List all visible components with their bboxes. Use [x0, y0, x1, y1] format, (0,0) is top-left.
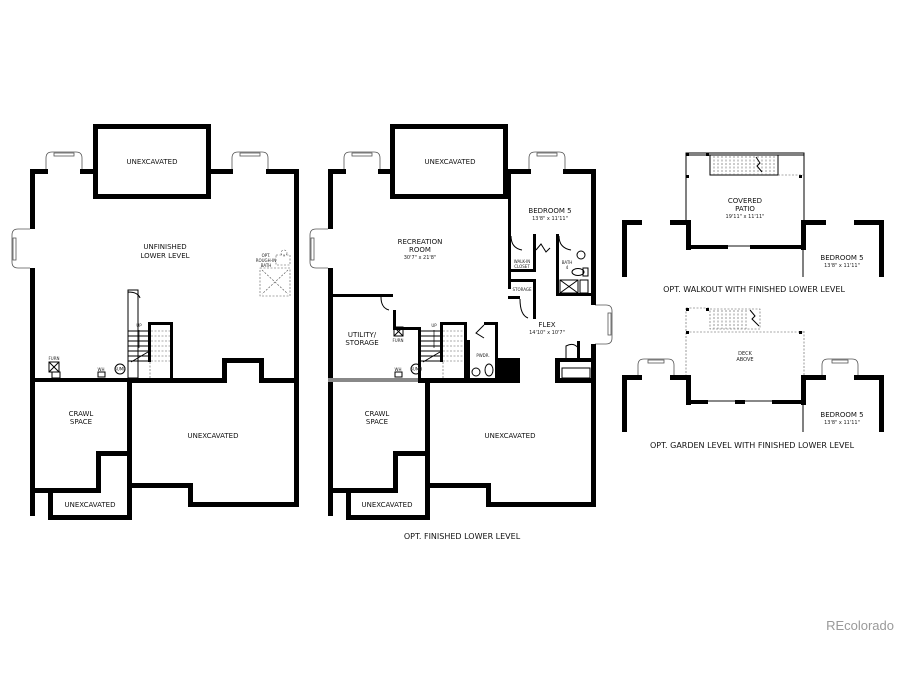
water-heater-icon-finished	[394, 371, 403, 378]
recreation-room-line2: ROOM	[409, 246, 431, 254]
walkin-closet-line1: WALK-IN	[514, 259, 531, 264]
finished-lower-level-caption: OPT. FINISHED LOWER LEVEL	[404, 532, 521, 541]
recreation-room-line1: RECREATION	[398, 238, 443, 246]
bath-line1: BATH	[562, 260, 573, 265]
unexcavated-bottom-left-label-finished: UNEXCAVATED	[362, 501, 413, 509]
unexcavated-top-label-finished: UNEXCAVATED	[425, 158, 476, 166]
bath-line2: 4	[566, 265, 569, 270]
water-heater-icon	[97, 371, 106, 378]
walkout-bedroom-5-dimensions: 13'8" x 11'11"	[824, 263, 860, 269]
crawl-space-line1: CRAWL	[69, 410, 94, 418]
stairs-up-label-finished: UP	[431, 323, 437, 328]
rough-in-line1: OPT.	[262, 253, 271, 258]
bedroom-5-dimensions: 13'8" x 11'11"	[532, 216, 568, 222]
walkout-bedroom-5-label: BEDROOM 5	[820, 254, 863, 262]
unfinished-label-line1: UNFINISHED	[143, 243, 186, 251]
garden-level-option-plan: DECK ABOVE BEDROOM 5 13'8" x 11'11" OPT.…	[622, 307, 884, 450]
unexcavated-top-label: UNEXCAVATED	[127, 158, 178, 166]
water-heater-label: WH	[98, 367, 105, 372]
unfinished-label-line2: LOWER LEVEL	[140, 252, 189, 260]
sump-pump-icon-finished	[410, 363, 422, 375]
sump-label-finished: SUMP	[410, 367, 422, 372]
flex-dimensions: 14'10" x 10'7"	[529, 330, 565, 336]
crawl-space-line2: SPACE	[70, 418, 92, 426]
sump-label: SUMP	[114, 367, 126, 372]
deck-above-line2: ABOVE	[736, 357, 753, 363]
unexcavated-bottom-right-label: UNEXCAVATED	[188, 432, 239, 440]
unexcavated-bottom-right-label-finished: UNEXCAVATED	[485, 432, 536, 440]
crawl-space-line2-finished: SPACE	[366, 418, 388, 426]
garden-bedroom-5-dimensions: 13'8" x 11'11"	[824, 420, 860, 426]
storage-small-label: STORAGE	[512, 287, 532, 292]
stairs-up-label: UP	[136, 323, 142, 328]
furnace-icon-finished	[393, 326, 404, 337]
covered-patio-line1: COVERED	[728, 197, 762, 205]
walkout-option-plan: COVERED PATIO 19'11" x 11'11" BEDROOM 5 …	[622, 152, 884, 294]
walkout-caption: OPT. WALKOUT WITH FINISHED LOWER LEVEL	[663, 285, 845, 294]
walkin-closet-line2: CLOSET	[514, 264, 530, 269]
covered-patio-dimensions: 19'11" x 11'11"	[726, 214, 765, 220]
rough-in-line2: ROUGH-IN	[256, 258, 277, 263]
finished-lower-level-plan: WALK-IN CLOSET STORAGE BATH 4	[309, 124, 613, 541]
garden-level-caption: OPT. GARDEN LEVEL WITH FINISHED LOWER LE…	[650, 441, 855, 450]
garden-bedroom-5-label: BEDROOM 5	[820, 411, 863, 419]
deck-above-line1: DECK	[738, 351, 753, 357]
furnace-label-finished: FURN	[393, 338, 404, 343]
unfinished-lower-level-plan: UP FURN WH SUMP UNEXCAVATED UNFINISHED L…	[11, 124, 299, 520]
sump-pump-icon	[114, 363, 126, 375]
crawl-space-line1-finished: CRAWL	[365, 410, 390, 418]
water-heater-label-finished: WH	[395, 367, 402, 372]
utility-storage-line1: UTILITY/	[348, 331, 377, 339]
rough-in-line3: BATH	[261, 263, 272, 268]
bedroom-5-label: BEDROOM 5	[528, 207, 571, 215]
furnace-label: FURN	[49, 356, 60, 361]
powder-room-label: PWDR.	[476, 353, 489, 358]
recreation-room-dimensions: 30'7" x 21'8"	[404, 255, 437, 261]
flex-label: FLEX	[538, 321, 555, 329]
covered-patio-line2: PATIO	[735, 205, 755, 213]
utility-storage-line2: STORAGE	[345, 339, 378, 347]
recolorado-watermark: REcolorado	[826, 618, 894, 633]
unexcavated-bottom-left-label: UNEXCAVATED	[65, 501, 116, 509]
